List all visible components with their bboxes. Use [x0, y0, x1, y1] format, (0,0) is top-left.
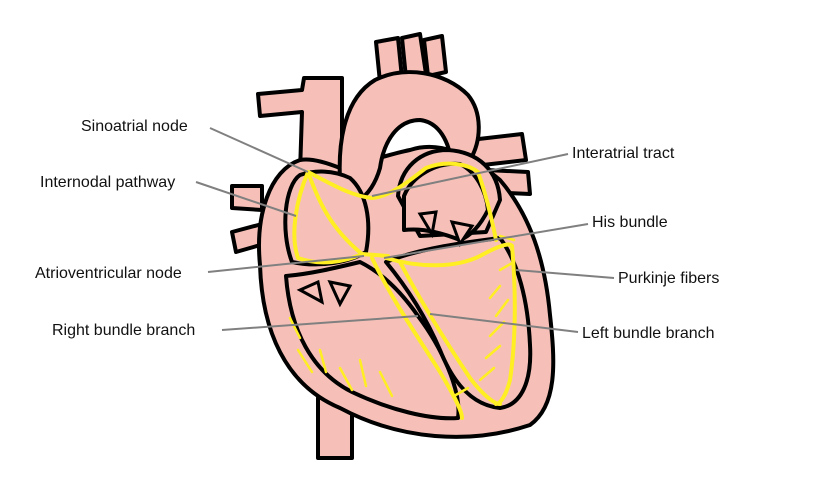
label-internodal-pathway: Internodal pathway: [40, 174, 176, 191]
purkinje-twig-2: [452, 284, 510, 398]
leader-line-sinoatrial: [209, 127, 309, 173]
tricuspid-valve: [296, 279, 353, 308]
leader-line-atrioventricular: [207, 255, 365, 273]
left-bundle-branch-lower: [398, 260, 502, 406]
left-ventricle: [384, 236, 533, 410]
left-bundle-branch-path: [384, 242, 514, 268]
leader-line-internodal: [195, 181, 297, 217]
purkinje-twig-1: [288, 316, 394, 398]
superior-vena-cava: [256, 76, 344, 174]
leader-line-his: [383, 223, 589, 259]
pulmonary-vein-upper: [230, 184, 264, 212]
leader-line-right-bundle: [221, 315, 419, 331]
label-atrioventricular-node: Atrioventricular node: [35, 265, 182, 282]
leader-line-left-bundle: [429, 313, 579, 333]
mitral-valve: [417, 210, 475, 248]
right-bundle-branch-path: [370, 256, 464, 420]
leader-line-purkinje: [515, 269, 615, 279]
label-left-bundle-branch: Left bundle branch: [582, 325, 715, 342]
interatrial-path: [306, 161, 498, 242]
his-bundle-path: [360, 252, 390, 258]
right-ventricle: [284, 260, 461, 421]
purkinje-path: [494, 244, 517, 406]
label-right-bundle-branch: Right bundle branch: [52, 322, 196, 339]
internodal-path-2: [306, 170, 364, 256]
leader-line-interatrial: [371, 153, 569, 197]
label-sinoatrial-node: Sinoatrial node: [81, 118, 188, 135]
label-his-bundle: His bundle: [592, 214, 668, 231]
aortic-branch-3: [422, 34, 448, 78]
label-interatrial-tract: Interatrial tract: [572, 145, 675, 162]
label-purkinje-fibers: Purkinje fibers: [618, 270, 720, 287]
internodal-path-1: [292, 170, 364, 265]
